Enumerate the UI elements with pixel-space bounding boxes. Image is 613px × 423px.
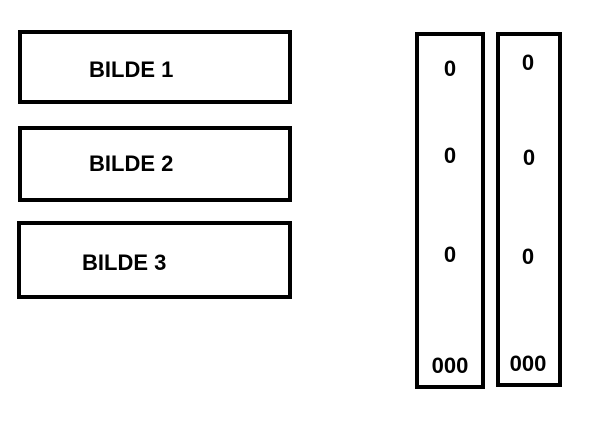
column-2-value-2: 0	[522, 145, 536, 170]
column-1-value-1: 0	[443, 56, 457, 81]
bilde-2-box[interactable]	[18, 126, 292, 202]
column-2-value-4: 000	[509, 351, 547, 376]
column-1-value-3: 0	[443, 242, 457, 267]
bilde-3-label: BILDE 3	[82, 250, 167, 275]
column-2-value-1: 0	[521, 50, 535, 75]
column-1-value-2: 0	[443, 143, 457, 168]
column-2	[496, 32, 562, 387]
bilde-1-label: BILDE 1	[89, 57, 174, 82]
bilde-2-label: BILDE 2	[89, 151, 174, 176]
column-2-value-3: 0	[521, 244, 535, 269]
column-1-value-4: 000	[431, 353, 469, 378]
bilde-3-box[interactable]	[17, 221, 292, 299]
column-1	[415, 32, 485, 389]
bilde-1-box[interactable]	[18, 30, 292, 104]
